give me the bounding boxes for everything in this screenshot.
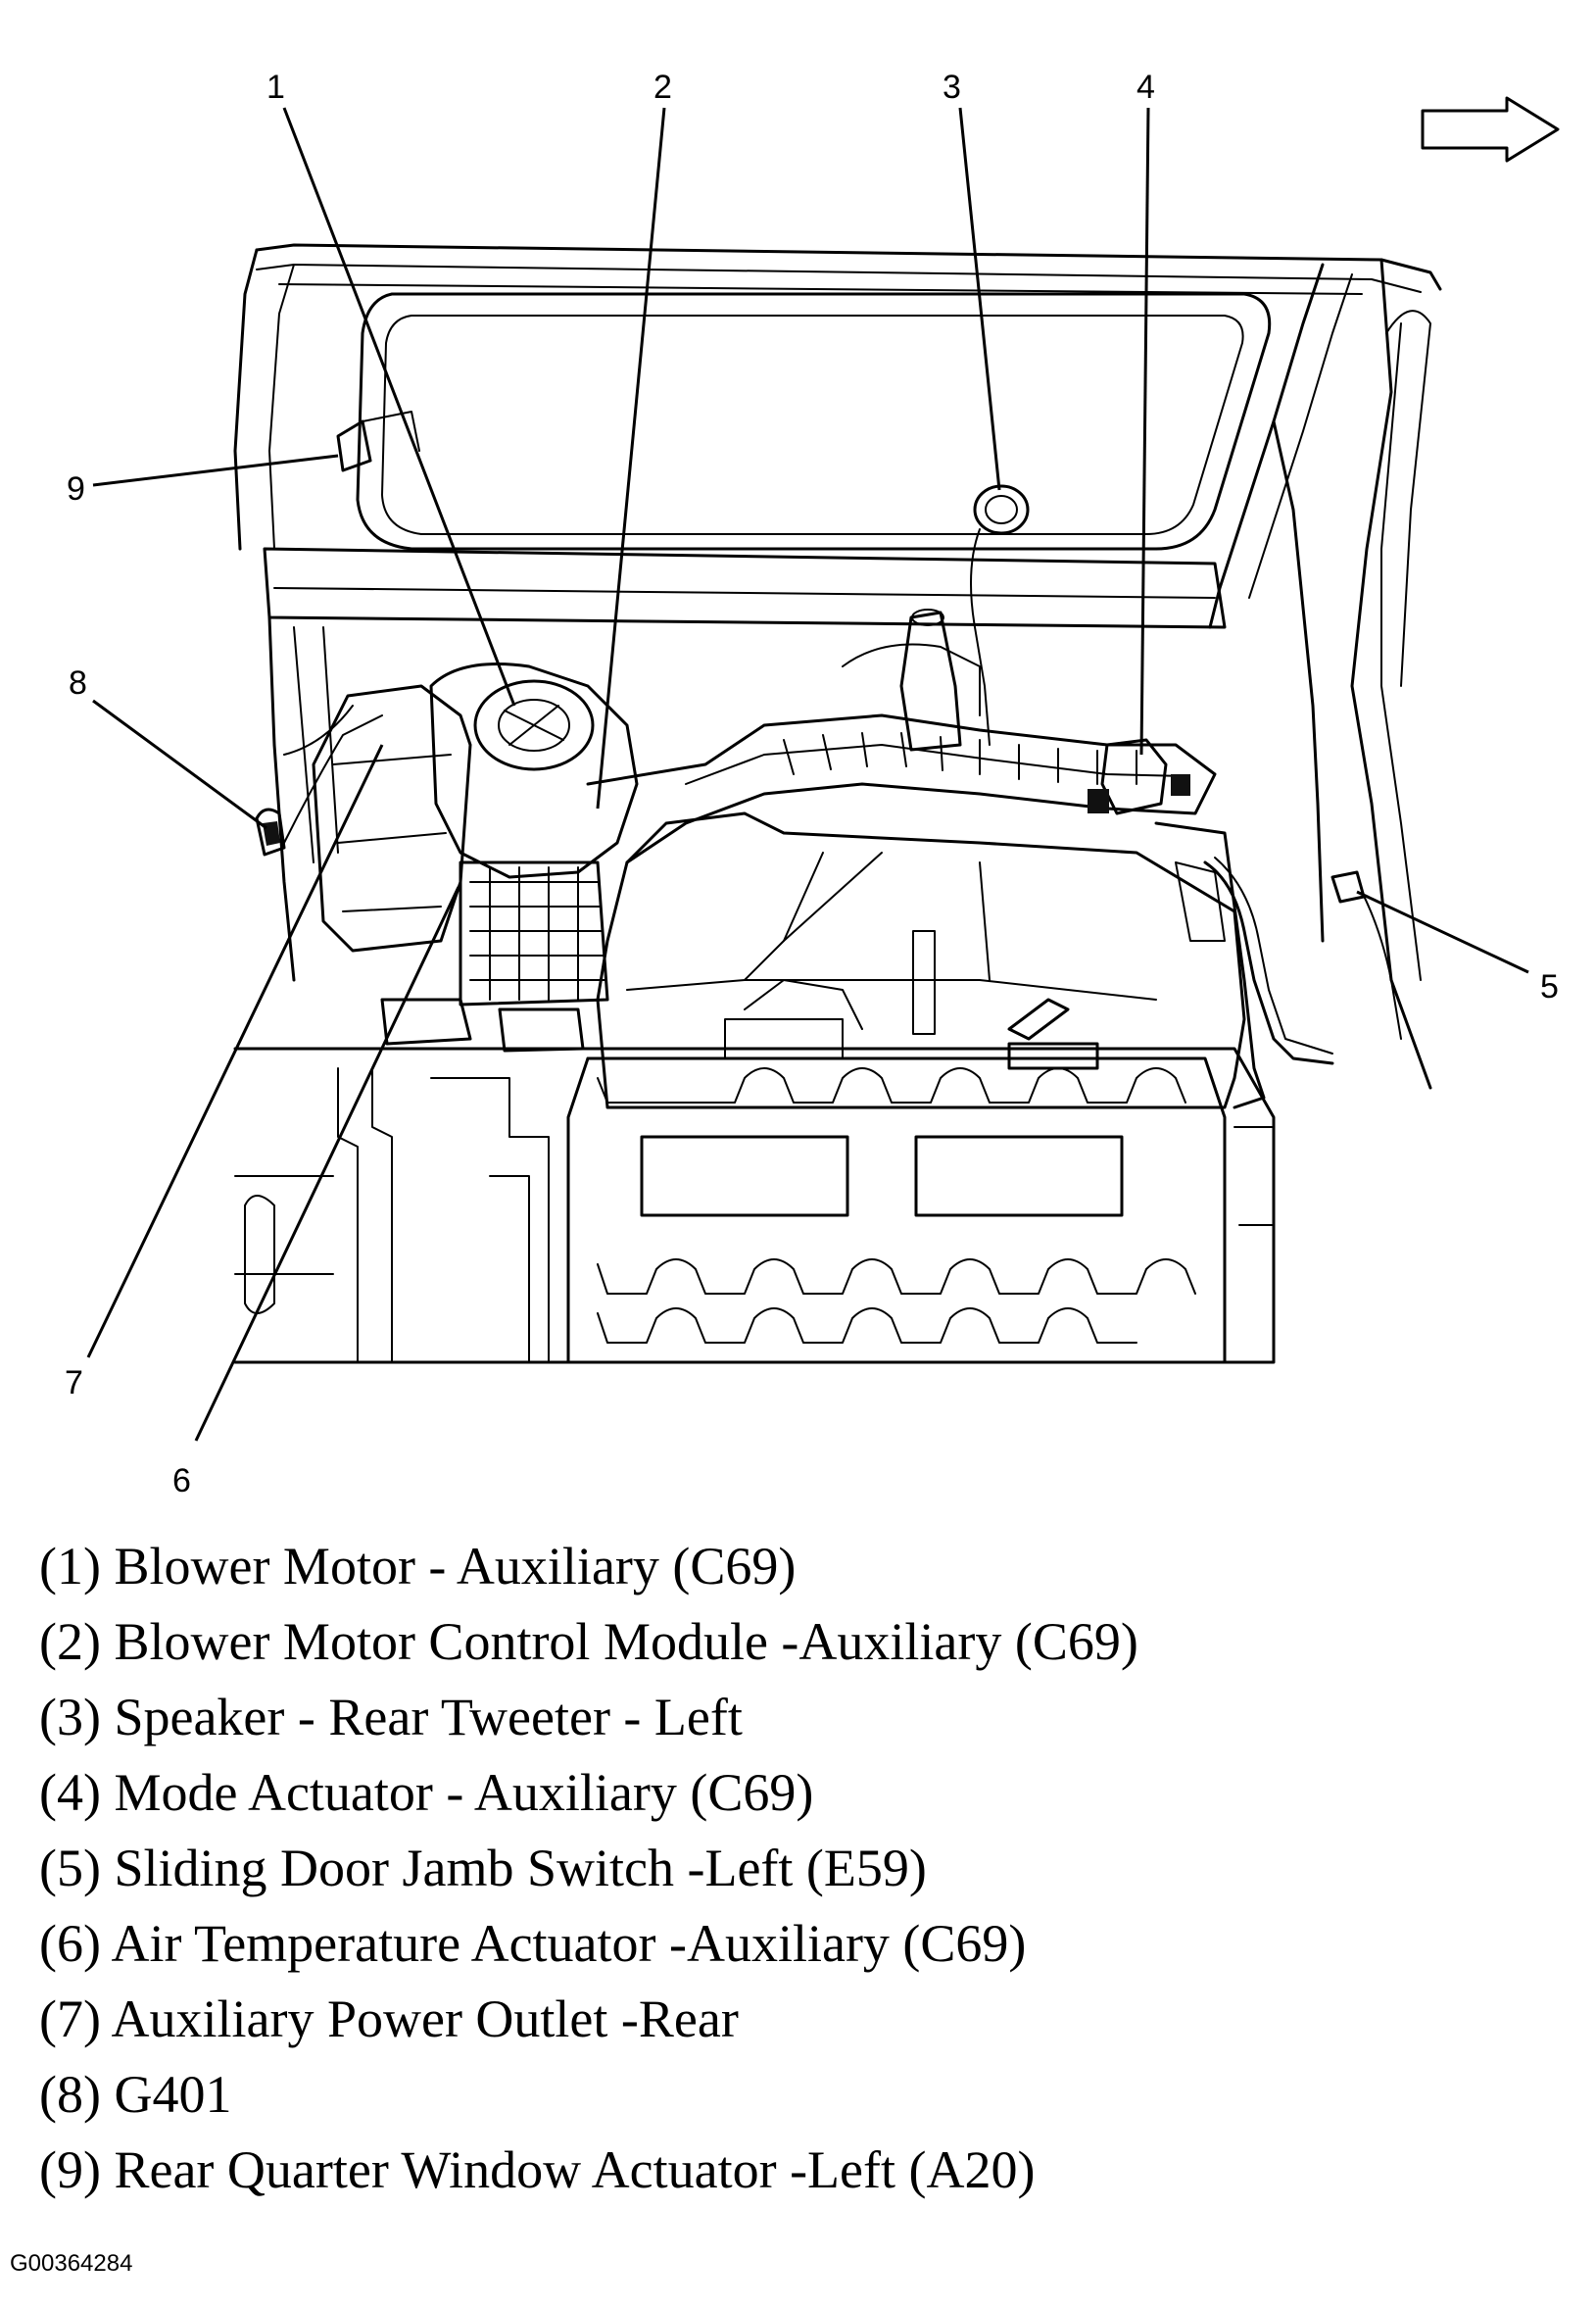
legend-item-9: (9) Rear Quarter Window Actuator -Left (… — [39, 2140, 1036, 2199]
callout-number-2: 2 — [653, 69, 672, 106]
callout-number-7: 7 — [65, 1364, 83, 1401]
leader-line-7 — [86, 744, 384, 1358]
callout-number-6: 6 — [172, 1462, 191, 1499]
callout-number-8: 8 — [69, 664, 87, 702]
leader-line-3 — [958, 107, 1001, 491]
leader-line-2 — [596, 107, 666, 810]
leader-line-1 — [282, 107, 516, 707]
legend-item-2: (2) Blower Motor Control Module -Auxilia… — [39, 1612, 1138, 1671]
leader-line-4 — [1139, 107, 1150, 756]
callout-number-5: 5 — [1540, 968, 1559, 1006]
callout-number-9: 9 — [67, 470, 85, 508]
callout-number-3: 3 — [943, 69, 961, 106]
leader-line-8 — [92, 699, 267, 830]
callout-number-4: 4 — [1137, 69, 1155, 106]
vehicle-illustration — [233, 243, 1442, 1364]
callout-number-1: 1 — [266, 69, 285, 106]
legend-item-6: (6) Air Temperature Actuator -Auxiliary … — [39, 1914, 1027, 1973]
callout-numbers: 1 2 3 4 5 6 7 8 9 — [65, 69, 1559, 1499]
tweeter-speaker — [970, 484, 1030, 746]
vehicle-component-diagram: 1 2 3 4 5 6 7 8 9 — [65, 69, 1560, 1499]
legend-item-7: (7) Auxiliary Power Outlet -Rear — [39, 1989, 739, 2048]
legend-item-5: (5) Sliding Door Jamb Switch -Left (E59) — [39, 1839, 927, 1897]
legend-item-3: (3) Speaker - Rear Tweeter - Left — [39, 1688, 743, 1746]
leader-line-5 — [1356, 890, 1529, 974]
figure-id: G00364284 — [10, 2250, 133, 2277]
leader-line-6 — [194, 886, 460, 1442]
component-legend: (1) Blower Motor - Auxiliary (C69) (2) B… — [39, 1529, 1568, 2208]
legend-item-4: (4) Mode Actuator - Auxiliary (C69) — [39, 1763, 814, 1822]
leader-line-9 — [92, 454, 339, 487]
diagram-illustration: 1 2 3 4 5 6 7 8 9 — [65, 69, 1560, 1499]
leader-lines — [86, 107, 1529, 1442]
forward-arrow-icon — [1421, 96, 1560, 163]
fan-grille — [459, 860, 609, 1007]
legend-item-8: (8) G401 — [39, 2065, 232, 2124]
legend-item-1: (1) Blower Motor - Auxiliary (C69) — [39, 1537, 797, 1596]
